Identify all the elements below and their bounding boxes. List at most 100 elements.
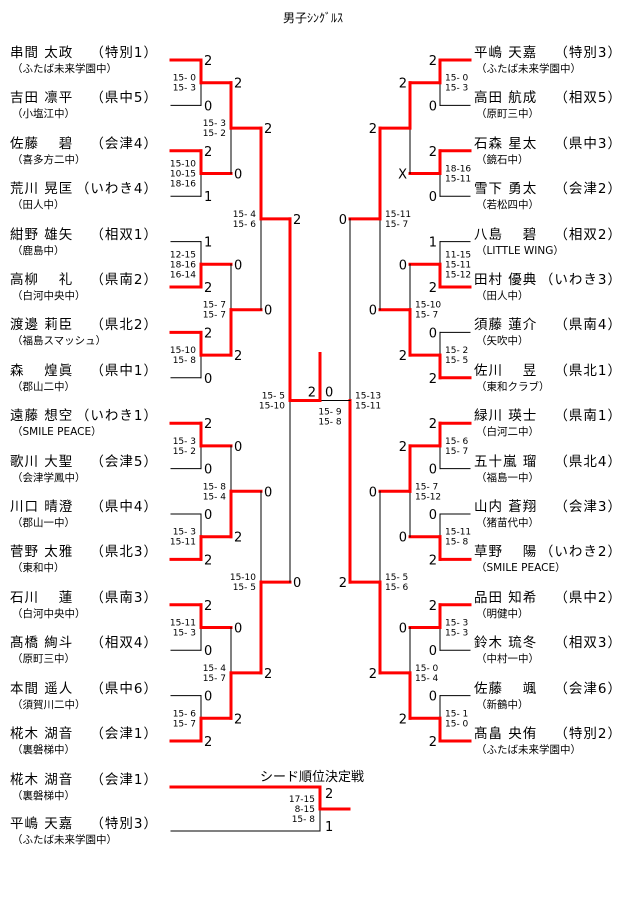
player-school: （明健中）: [476, 607, 529, 620]
player-entry: 鈴木 琉冬（相双3）: [474, 631, 622, 651]
player-region: （県中5）: [90, 90, 158, 107]
player-entry: 紺野 雄矢（相双1）: [10, 223, 158, 243]
player-name: 髙畠 央侑: [474, 726, 538, 742]
player-name: 佐藤 颯: [474, 680, 538, 697]
player-region: （会津3）: [554, 499, 622, 515]
player-name: 雪下 勇太: [474, 181, 538, 198]
player-school: （中村一中）: [476, 653, 539, 666]
seed-match-title: シード順位決定戦: [260, 770, 365, 785]
match-score: 15- 7: [203, 311, 226, 321]
match-score: 10-15: [170, 170, 196, 180]
player-entry: 吉田 凛平（県中5）: [10, 86, 158, 106]
player-region: （県北3）: [90, 544, 158, 561]
player-entry: 雪下 勇太（会津2）: [474, 177, 622, 197]
player-school: （喜多方二中）: [12, 153, 86, 166]
player-entry: 串間 太政（特別1）: [10, 41, 158, 61]
match-score: 15- 2: [173, 447, 196, 457]
player-region: （いわき3）: [539, 272, 622, 288]
player-region: （県北2）: [90, 317, 158, 334]
page-title: 男子ｼﾝｸﾞﾙｽ: [283, 11, 344, 25]
games-won-label: 0: [325, 386, 333, 401]
match-score: 15-11: [170, 619, 196, 629]
player-name: 渡邊 莉臣: [10, 317, 74, 334]
player-entry: 菅野 太雅（県北3）: [10, 540, 158, 560]
player-entry: 歌川 大聖（会津5）: [10, 450, 158, 470]
player-school: （郡山二中）: [12, 380, 75, 393]
games-won-label: 1: [204, 190, 212, 205]
player-name: 平嶋 天嘉: [474, 45, 538, 61]
player-name: 草野 陽: [474, 544, 538, 561]
games-won-label: X: [398, 168, 407, 183]
match-score: 15-12: [415, 492, 441, 502]
player-school: （郡山一中）: [12, 517, 75, 529]
match-score: 15- 8: [292, 815, 316, 825]
match-score: 15- 5: [445, 356, 468, 366]
games-won-label: 2: [234, 349, 242, 364]
match-score: 12-15: [170, 250, 196, 260]
player-name: 五十嵐 瑠: [474, 453, 538, 470]
games-won-label: 2: [264, 122, 272, 137]
games-won-label: 2: [293, 213, 301, 228]
games-won-label: 2: [399, 712, 407, 727]
player-region: （県南4）: [554, 317, 622, 334]
games-won-label: 2: [399, 77, 407, 92]
games-won-label: 2: [399, 349, 407, 364]
match-score: 15- 4: [203, 492, 227, 502]
match-score: 15-10: [170, 346, 196, 356]
player-region: （特別2）: [554, 726, 622, 742]
player-name: 高柳 礼: [10, 272, 74, 288]
games-won-label: 2: [369, 122, 377, 137]
player-name: 川口 晴澄: [10, 499, 74, 515]
match-score: 15- 2: [203, 129, 226, 139]
player-school: （裏磐梯中）: [12, 790, 75, 802]
match-score: 8-15: [295, 805, 315, 815]
games-won-label: 1: [429, 236, 437, 251]
player-region: （会津1）: [90, 772, 158, 788]
games-won-label: 0: [204, 372, 212, 387]
games-won-label: 2: [204, 553, 212, 568]
player-school: （SMILE PEACE）: [476, 562, 566, 575]
player-region: （いわき1）: [75, 408, 158, 425]
player-school: （会津学鳳中）: [12, 471, 86, 484]
games-won-label: 0: [264, 304, 272, 319]
player-region: （県北4）: [554, 453, 622, 470]
player-region: （会津1）: [90, 726, 158, 742]
player-school: （東和中）: [12, 562, 65, 575]
match-score: 15- 0: [445, 719, 469, 729]
match-score: 15- 3: [173, 528, 196, 538]
player-school: （矢吹中）: [476, 335, 529, 348]
games-won-label: 0: [429, 508, 437, 523]
match-score: 15- 8: [203, 482, 227, 492]
player-entry: 渡邊 莉臣 （県北2）: [10, 313, 158, 333]
games-won-label: 0: [204, 644, 212, 659]
games-won-label: 2: [429, 281, 437, 296]
games-won-label: 0: [369, 304, 377, 319]
player-name: 石川 蓮: [10, 589, 74, 606]
match-score: 15- 7: [445, 447, 468, 457]
games-won-label: 0: [399, 531, 407, 546]
games-won-label: 0: [234, 168, 242, 183]
match-score: 15-11: [355, 402, 381, 412]
match-score: 15- 0: [415, 664, 439, 674]
player-entry: 佐川 昱（県北1）: [474, 359, 622, 379]
player-name: 鈴木 琉冬: [474, 635, 538, 652]
games-won-label: 2: [429, 599, 437, 614]
player-region: （県中1）: [90, 362, 158, 379]
player-school: （ふたば未来学園中）: [12, 63, 117, 75]
player-name: 石森 星太: [474, 135, 538, 152]
games-won-label: 2: [399, 440, 407, 455]
player-entry: 品田 知希（県中2）: [474, 586, 622, 606]
games-won-label: 0: [234, 622, 242, 637]
games-won-label: 0: [399, 622, 407, 637]
match-score: 15- 4: [415, 674, 439, 684]
match-score: 15- 7: [415, 482, 438, 492]
player-school: （白河中央中）: [12, 290, 86, 302]
player-entry: 髙畠 央侑 （特別2）: [474, 722, 622, 742]
player-school: （田人中）: [476, 290, 529, 302]
player-school: （ふたば未来学園中）: [12, 834, 117, 846]
games-won-label: 0: [339, 213, 347, 228]
player-school: （若松四中）: [476, 199, 539, 212]
match-score: 15- 5: [233, 583, 256, 593]
games-won-label: 0: [369, 485, 377, 500]
games-won-label: 2: [429, 372, 437, 387]
